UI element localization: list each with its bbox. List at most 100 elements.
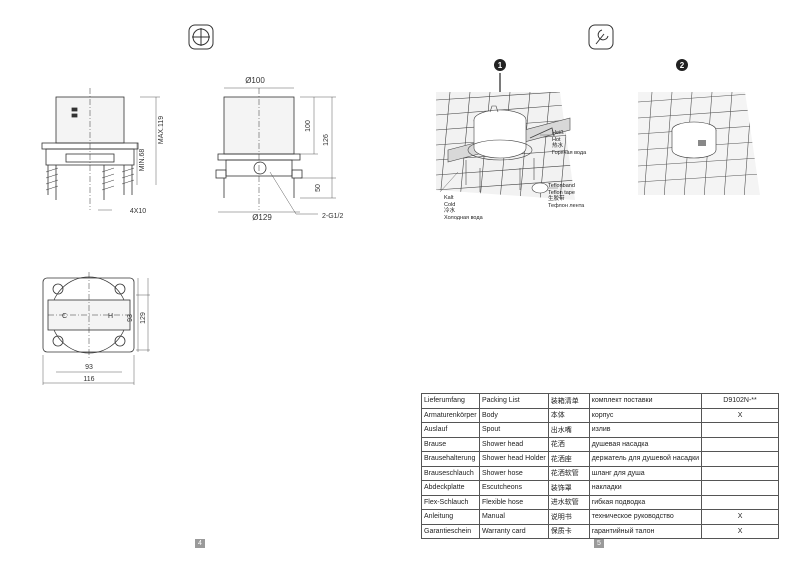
cell-zh: 进水软管 [547, 494, 590, 510]
hot-label-de: Heiß [552, 130, 564, 136]
cell-en: Escutcheons [478, 480, 549, 496]
cold-label-zh: 冷水 [444, 208, 456, 214]
cell-zh: 花洒软管 [547, 465, 590, 481]
cell-de: Anleitung [421, 509, 480, 525]
page-number-left: 4 [195, 539, 205, 548]
installation-illustration: 1 2 [436, 24, 760, 200]
wrench-icon [588, 24, 614, 50]
teflon-label-zh: 生胶带 [548, 196, 565, 202]
cell-included [701, 422, 779, 438]
cell-ru: шланг для душа [588, 465, 703, 481]
cell-zh: 说明书 [547, 509, 590, 525]
hot-water-label: Heiß Hot 热水 Горячая вода [552, 130, 586, 156]
cell-included [701, 436, 779, 452]
cell-zh: 花洒座 [547, 451, 590, 467]
cell-ru: гарантийный талон [588, 523, 703, 539]
page-number-right: 5 [594, 539, 604, 548]
cell-en: Shower head [478, 436, 549, 452]
step2-scene [638, 92, 760, 195]
step1-badge [494, 59, 506, 71]
hot-label-ru: Горячая вода [552, 149, 587, 156]
cell-zh: 本体 [547, 407, 590, 423]
cell-included: X [701, 509, 779, 525]
packing-list-table: Lieferumfang Packing List 装箱清单 комплект … [421, 393, 779, 539]
hot-label-zh: 热水 [552, 143, 564, 149]
cell-included [701, 480, 779, 496]
step2-badge [676, 59, 688, 71]
table-row: Brause Shower head 花洒 душевая насадка [421, 436, 779, 452]
cell-de: Garantieschein [421, 523, 480, 539]
cell-de: Abdeckplatte [421, 480, 480, 496]
table-row: Brausehalterung Shower head Holder 花洒座 д… [421, 451, 779, 467]
dim-129-vertical: 129 [140, 312, 147, 324]
cell-de: Brause [421, 436, 480, 452]
dim-116: 116 [83, 376, 94, 383]
table-row: Flex-Schlauch Flexible hose 进水软管 гибкая … [421, 494, 779, 510]
dim-diameter-129: Ø129 [252, 213, 272, 222]
step2-number: 2 [680, 61, 685, 70]
cell-included [701, 465, 779, 481]
cell-en: Body [478, 407, 549, 423]
cell-included: X [701, 523, 779, 539]
cell-en: Warranty card [478, 523, 549, 539]
step1-number: 1 [498, 61, 503, 70]
cold-letter: C [62, 313, 67, 320]
technical-drawing: MAX.119 MIN.68 4X10 Ø100 100 126 50 Ø129… [41, 24, 344, 385]
cell-ru: излив [588, 422, 703, 438]
table-row: Garantieschein Warranty card 保质卡 гаранти… [421, 523, 779, 539]
front-view [41, 88, 160, 211]
cell-zh: 保质卡 [547, 523, 590, 539]
cell-included: X [701, 407, 779, 423]
cell-zh: 花洒 [547, 436, 590, 452]
cell-en: Manual [478, 509, 549, 525]
cell-de: Flex-Schlauch [421, 494, 480, 510]
header-ru: комплект поставки [588, 393, 703, 409]
dim-100: 100 [305, 120, 312, 132]
cell-en: Flexible hose [478, 494, 549, 510]
cell-ru: гибкая подводка [588, 494, 703, 510]
cold-label-en: Cold [444, 201, 456, 208]
header-en: Packing List [478, 393, 549, 409]
teflon-tape-label: Teflonband Teflon tape 生胶带 Тефлон лента [548, 183, 584, 209]
cell-ru: держатель для душевой насадки [588, 451, 703, 467]
dim-93-horizontal: 93 [85, 364, 93, 371]
cell-de: Brauseschlauch [421, 465, 480, 481]
dim-max-119: MAX.119 [158, 116, 165, 144]
cell-ru: накладки [588, 480, 703, 496]
step1-scene [436, 92, 575, 200]
cell-en: Shower head Holder [478, 451, 549, 467]
teflon-label-ru: Тефлон лента [548, 202, 585, 209]
hot-letter: H [108, 313, 113, 320]
cell-ru: душевая насадка [588, 436, 703, 452]
side-view [215, 87, 336, 215]
cell-en: Shower hose [478, 465, 549, 481]
hot-label-en: Hot [552, 136, 561, 143]
crosshair-icon [188, 24, 214, 50]
cell-en: Spout [478, 422, 549, 438]
dim-126: 126 [323, 134, 330, 146]
cell-zh: 出水嘴 [547, 422, 590, 438]
dim-50: 50 [315, 184, 322, 192]
header-de: Lieferumfang [421, 393, 480, 409]
table-row: Armaturenkörper Body 本体 корпус X [421, 407, 779, 423]
header-zh: 装箱清单 [547, 393, 590, 409]
dim-min-68: MIN.68 [139, 149, 146, 172]
cell-ru: корпус [588, 407, 703, 423]
table-row: Auslauf Spout 出水嘴 излив [421, 422, 779, 438]
cell-zh: 装饰罩 [547, 480, 590, 496]
teflon-label-en: Teflon tape [548, 189, 575, 196]
cold-water-label: Kalt Cold 冷水 Холодная вода [444, 195, 483, 221]
table-row: Anleitung Manual 说明书 техническое руковод… [421, 509, 779, 525]
top-view [42, 272, 150, 385]
table-row: Brauseschlauch Shower hose 花洒软管 шланг дл… [421, 465, 779, 481]
dim-93-vertical: 93 [127, 314, 134, 322]
dim-4x10: 4X10 [130, 208, 146, 215]
table-header-row: Lieferumfang Packing List 装箱清单 комплект … [421, 393, 779, 409]
cell-de: Brausehalterung [421, 451, 480, 467]
dim-thread: 2-G1/2 [322, 213, 344, 220]
cell-included [701, 494, 779, 510]
table-row: Abdeckplatte Escutcheons 装饰罩 накладки [421, 480, 779, 496]
cell-included [701, 451, 779, 467]
teflon-label-de: Teflonband [548, 183, 575, 189]
cell-de: Auslauf [421, 422, 480, 438]
